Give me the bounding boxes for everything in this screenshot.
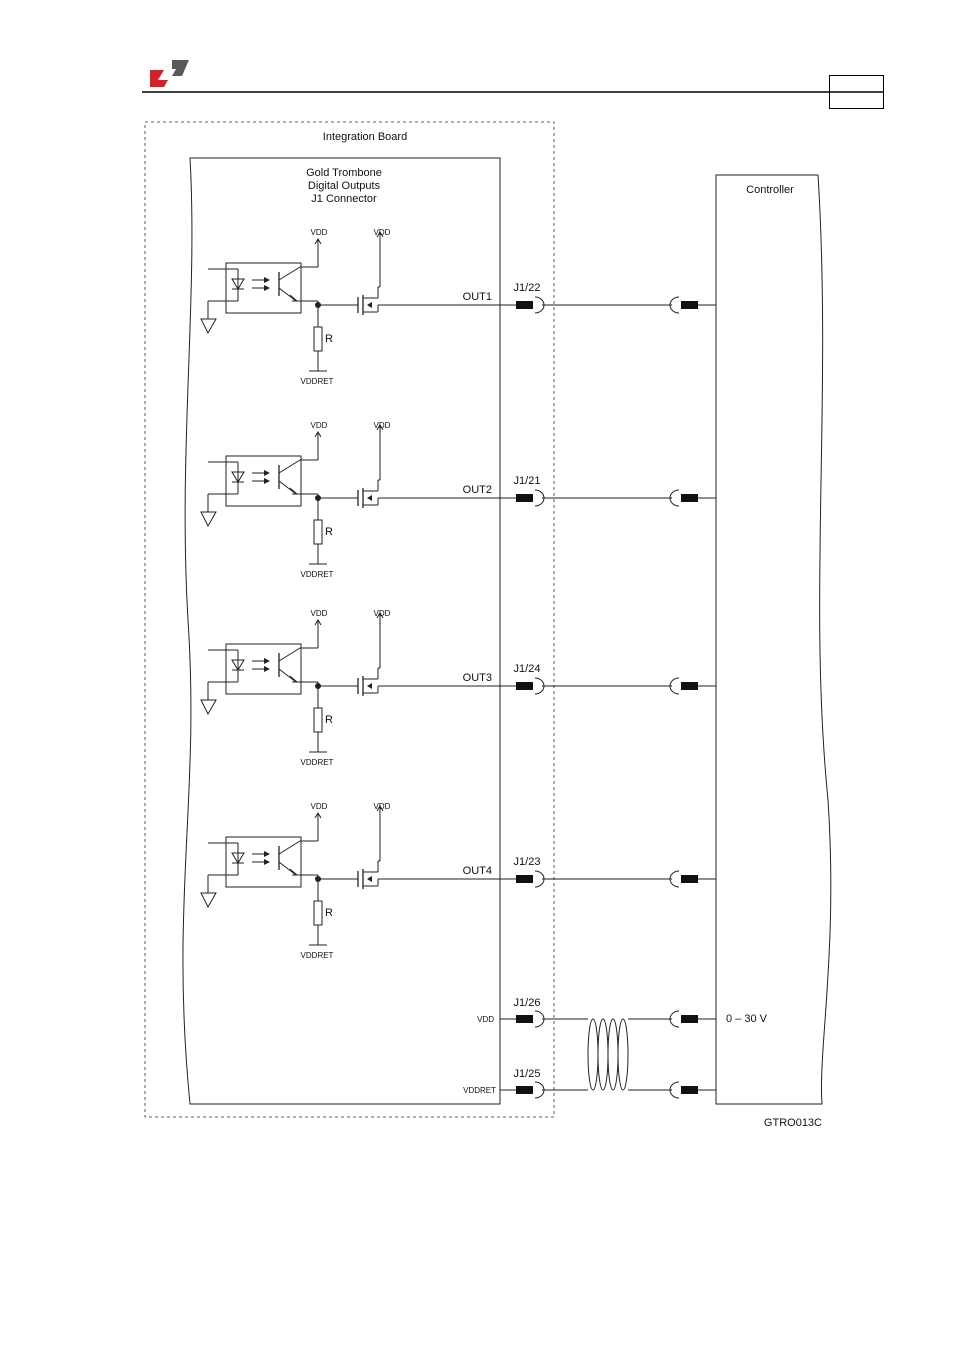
supply-name-label: VDDRET	[463, 1086, 496, 1095]
integration-board-frame	[145, 122, 554, 1117]
pin-label: J1/21	[514, 475, 541, 487]
phototransistor-collector	[279, 841, 300, 854]
supply-pin-label: J1/26	[514, 997, 541, 1009]
channel-4: VDD R VDDRET VDD OUT4 J1/23	[201, 802, 716, 960]
controller-connector-pin	[681, 875, 698, 883]
figure-id: GTRO013C	[764, 1117, 822, 1129]
ground-icon	[201, 700, 216, 714]
light-arrow-head-1	[264, 859, 270, 865]
vdd-label-opto: VDD	[311, 609, 328, 618]
controller-connector-pin	[681, 494, 698, 502]
module-title-line-3: J1 Connector	[311, 193, 377, 205]
emitter-arrow	[290, 295, 297, 301]
controller-connector-pin	[681, 682, 698, 690]
resistor-body	[314, 901, 322, 925]
vdd-label-mosfet: VDD	[374, 802, 391, 811]
logo-red-mark	[150, 70, 168, 87]
vddret-label: VDDRET	[301, 951, 334, 960]
out-label: OUT4	[463, 865, 492, 877]
emitter-arrow	[290, 869, 297, 875]
controller-connector-pin	[681, 301, 698, 309]
integration-board-label: Integration Board	[323, 131, 407, 143]
output-channels: VDDRVDDRETVDDOUT1J1/22VDDRVDDRETVDDOUT2J…	[201, 228, 716, 960]
voltage-label: 0 – 30 V	[726, 1013, 768, 1025]
vdd-label-opto: VDD	[311, 421, 328, 430]
light-arrow-head-0	[264, 851, 270, 857]
module-title-line-1: Gold Trombone	[306, 167, 382, 179]
controller-connector-pin	[681, 1015, 698, 1023]
logo-grey-mark	[172, 60, 189, 76]
phototransistor-emitter	[279, 288, 296, 301]
pin-label: J1/23	[514, 856, 541, 868]
channel-2: VDD R VDDRET VDD OUT2 J1/21	[201, 421, 716, 579]
board-connector-pin	[516, 1015, 533, 1023]
phototransistor-collector	[279, 267, 300, 280]
resistor-label: R	[325, 714, 333, 726]
out-label: OUT3	[463, 672, 492, 684]
board-connector-pin	[516, 494, 533, 502]
pin-label: J1/22	[514, 282, 541, 294]
digital-outputs-module-box	[183, 158, 500, 1104]
phototransistor-emitter	[279, 481, 296, 494]
supply-pin-label: J1/25	[514, 1068, 541, 1080]
company-logo	[150, 60, 189, 87]
resistor-body	[314, 708, 322, 732]
vddret-label: VDDRET	[301, 570, 334, 579]
light-arrow-head-1	[264, 666, 270, 672]
supply-name-label: VDD	[477, 1015, 494, 1024]
vdd-label-mosfet: VDD	[374, 609, 391, 618]
vdd-label-mosfet: VDD	[374, 421, 391, 430]
phototransistor-collector	[279, 648, 300, 661]
twist-loop-2	[608, 1019, 618, 1090]
light-arrow-head-0	[264, 658, 270, 664]
twist-loop-1	[598, 1019, 608, 1090]
resistor-body	[314, 327, 322, 351]
vdd-label-opto: VDD	[311, 228, 328, 237]
controller-label: Controller	[746, 184, 794, 196]
board-connector-pin	[516, 1086, 533, 1094]
phototransistor-emitter	[279, 862, 296, 875]
ground-icon	[201, 512, 216, 526]
vddret-label: VDDRET	[301, 377, 334, 386]
channel-1: VDD R VDDRET VDD OUT1 J1/22	[201, 228, 716, 386]
light-arrow-head-0	[264, 277, 270, 283]
mosfet-arrow	[367, 495, 372, 501]
twisted-pair	[588, 1019, 628, 1090]
mosfet-arrow	[367, 302, 372, 308]
ground-icon	[201, 319, 216, 333]
light-arrow-head-1	[264, 285, 270, 291]
emitter-arrow	[290, 488, 297, 494]
resistor-body	[314, 520, 322, 544]
resistor-label: R	[325, 526, 333, 538]
light-arrow-head-1	[264, 478, 270, 484]
vdd-label-mosfet: VDD	[374, 228, 391, 237]
controller-box	[716, 175, 831, 1104]
vddret-label: VDDRET	[301, 758, 334, 767]
out-label: OUT1	[463, 291, 492, 303]
board-connector-pin	[516, 301, 533, 309]
mosfet-arrow	[367, 683, 372, 689]
board-connector-pin	[516, 875, 533, 883]
twist-loop-3	[618, 1019, 628, 1090]
board-connector-pin	[516, 682, 533, 690]
ground-icon	[201, 893, 216, 907]
light-arrow-head-0	[264, 470, 270, 476]
emitter-arrow	[290, 676, 297, 682]
vdd-label-opto: VDD	[311, 802, 328, 811]
twist-loop-0	[588, 1019, 598, 1090]
phototransistor-emitter	[279, 669, 296, 682]
out-label: OUT2	[463, 484, 492, 496]
mosfet-arrow	[367, 876, 372, 882]
pin-label: J1/24	[514, 663, 541, 675]
phototransistor-collector	[279, 460, 300, 473]
channel-3: VDD R VDDRET VDD OUT3 J1/24	[201, 609, 716, 767]
resistor-label: R	[325, 333, 333, 345]
controller-connector-pin	[681, 1086, 698, 1094]
supply-line-1: VDD J1/26	[477, 997, 716, 1027]
resistor-label: R	[325, 907, 333, 919]
module-title-line-2: Digital Outputs	[308, 180, 381, 192]
